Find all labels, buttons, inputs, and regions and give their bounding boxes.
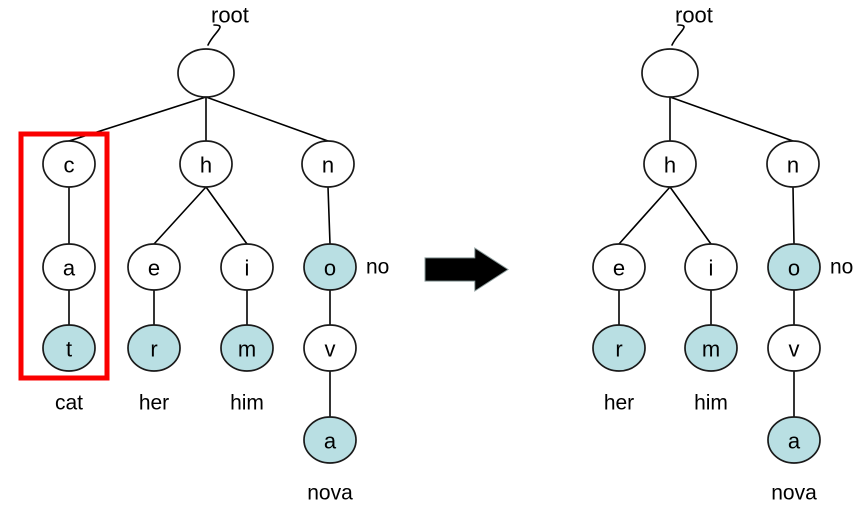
node-letter-label: o (788, 256, 800, 281)
trie-node-a[interactable]: a (767, 416, 821, 464)
root-text-label: root (211, 3, 249, 28)
root-pointer-curve (671, 24, 685, 46)
node-circle[interactable] (303, 324, 357, 372)
trie-node-h[interactable]: h (179, 140, 233, 188)
node-letter-label: a (788, 429, 801, 454)
trie-node-h[interactable]: h (643, 140, 697, 188)
word-label: cat (55, 392, 83, 415)
word-label: no (830, 256, 853, 279)
node-letter-label: c (64, 153, 75, 178)
trie-node-i[interactable]: i (220, 243, 274, 291)
node-letter-label: a (63, 256, 76, 281)
trie-node-e[interactable]: e (127, 243, 181, 291)
tree-edge (153, 186, 207, 245)
trie-node-v[interactable]: v (303, 324, 357, 372)
node-letter-label: e (148, 256, 160, 281)
trie-node-v[interactable]: v (767, 324, 821, 372)
word-label: nova (771, 482, 817, 505)
trie-node-a[interactable]: a (303, 416, 357, 464)
trie-node-i[interactable]: i (684, 243, 738, 291)
node-circle[interactable] (301, 140, 355, 188)
node-letter-label: h (664, 153, 676, 178)
node-letter-label: m (702, 337, 720, 362)
node-letter-label: v (325, 337, 336, 362)
node-letter-label: o (324, 256, 336, 281)
word-label: her (604, 392, 634, 415)
node-circle[interactable] (641, 48, 699, 98)
terminal-node-circle[interactable] (684, 324, 738, 372)
trie-node-o[interactable]: o (767, 243, 821, 291)
tree-edge (205, 186, 248, 245)
word-label: her (139, 392, 169, 415)
tree-edge (792, 186, 795, 245)
node-circle[interactable] (767, 324, 821, 372)
node-circle[interactable] (684, 243, 738, 291)
trie-node-e[interactable]: e (592, 243, 646, 291)
highlights-layer (18, 131, 110, 381)
trie-node-root[interactable] (641, 48, 699, 98)
node-letter-label: v (789, 337, 800, 362)
trie-node-r[interactable]: r (592, 324, 646, 372)
terminal-node-circle[interactable] (303, 416, 357, 464)
tree-edge (669, 186, 712, 245)
node-letter-label: e (613, 256, 625, 281)
node-circle[interactable] (766, 140, 820, 188)
terminal-node-circle[interactable] (42, 324, 96, 372)
tree-edge (327, 186, 331, 245)
node-letter-label: m (238, 337, 256, 362)
highlight-selection-box[interactable] (18, 131, 110, 381)
trie-node-r[interactable]: r (127, 324, 181, 372)
terminal-node-circle[interactable] (220, 324, 274, 372)
node-circle[interactable] (592, 243, 646, 291)
node-letter-label: a (324, 429, 337, 454)
root-pointer-curve (207, 24, 221, 46)
node-circle[interactable] (177, 48, 235, 98)
tree-edge (205, 96, 329, 142)
word-label: no (366, 256, 389, 279)
terminal-node-circle[interactable] (767, 243, 821, 291)
root-text-label: root (675, 3, 713, 28)
node-circle[interactable] (42, 140, 96, 188)
trie-node-root[interactable] (177, 48, 235, 98)
nodes-layer: c h n a e i o t r m v a h n e i o r m v a (42, 48, 821, 464)
terminal-node-circle[interactable] (767, 416, 821, 464)
node-letter-label: n (787, 153, 799, 178)
tree-edge (669, 96, 794, 142)
node-letter-label: i (709, 256, 714, 281)
node-letter-label: h (200, 153, 212, 178)
arrow-layer (424, 247, 509, 292)
node-letter-label: r (615, 337, 622, 362)
word-label: him (230, 392, 264, 415)
trie-node-t[interactable]: t (42, 324, 96, 372)
node-letter-label: r (150, 337, 157, 362)
trie-node-n[interactable]: n (766, 140, 820, 188)
node-circle[interactable] (127, 243, 181, 291)
terminal-node-circle[interactable] (592, 324, 646, 372)
right-arrow-icon (424, 247, 509, 292)
word-label: nova (307, 482, 353, 505)
trie-node-a[interactable]: a (42, 243, 96, 291)
trie-node-m[interactable]: m (684, 324, 738, 372)
node-circle[interactable] (179, 140, 233, 188)
node-letter-label: t (66, 337, 72, 362)
trie-node-o[interactable]: o (303, 243, 357, 291)
trie-node-c[interactable]: c (42, 140, 96, 188)
node-circle[interactable] (643, 140, 697, 188)
tree-edge (618, 186, 671, 245)
node-letter-label: i (245, 256, 250, 281)
word-label: him (694, 392, 728, 415)
terminal-node-circle[interactable] (127, 324, 181, 372)
trie-node-m[interactable]: m (220, 324, 274, 372)
trie-node-n[interactable]: n (301, 140, 355, 188)
edges-layer (68, 96, 795, 418)
node-letter-label: n (322, 153, 334, 178)
terminal-node-circle[interactable] (303, 243, 357, 291)
node-circle[interactable] (220, 243, 274, 291)
node-circle[interactable] (42, 243, 96, 291)
